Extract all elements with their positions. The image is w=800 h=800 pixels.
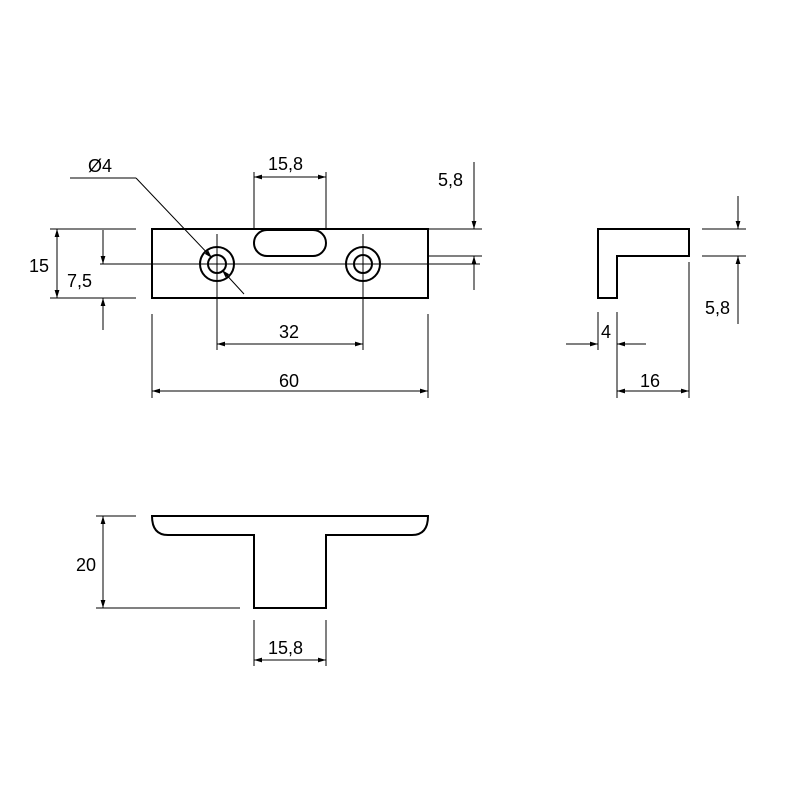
hole-spacing-label: 32: [279, 322, 299, 342]
side-depth-label: 16: [640, 371, 660, 391]
slot-width-top-label: 15,8: [268, 154, 303, 174]
bottom-height-label: 20: [76, 555, 96, 575]
diameter-leader-tail: [221, 269, 245, 295]
side-flange-label: 5,8: [705, 298, 730, 318]
side-thickness-label: 4: [601, 322, 611, 342]
bottom-view: 20 15,8: [76, 515, 430, 666]
side-profile: [597, 228, 690, 299]
length-total-label: 60: [279, 371, 299, 391]
side-view: 5,8 4 16: [566, 196, 746, 398]
height-total-label: 15: [29, 256, 49, 276]
diameter-leader: [135, 177, 213, 259]
slot-width-bottom-label: 15,8: [268, 638, 303, 658]
front-view: Ø4 15,8 5,8 15 7,5 32 60: [29, 154, 482, 398]
slot-depth-label: 5,8: [438, 170, 463, 190]
diameter-label: Ø4: [88, 156, 112, 176]
slot-outline: [253, 229, 327, 257]
bottom-profile: [150, 515, 430, 609]
height-half-label: 7,5: [67, 271, 92, 291]
